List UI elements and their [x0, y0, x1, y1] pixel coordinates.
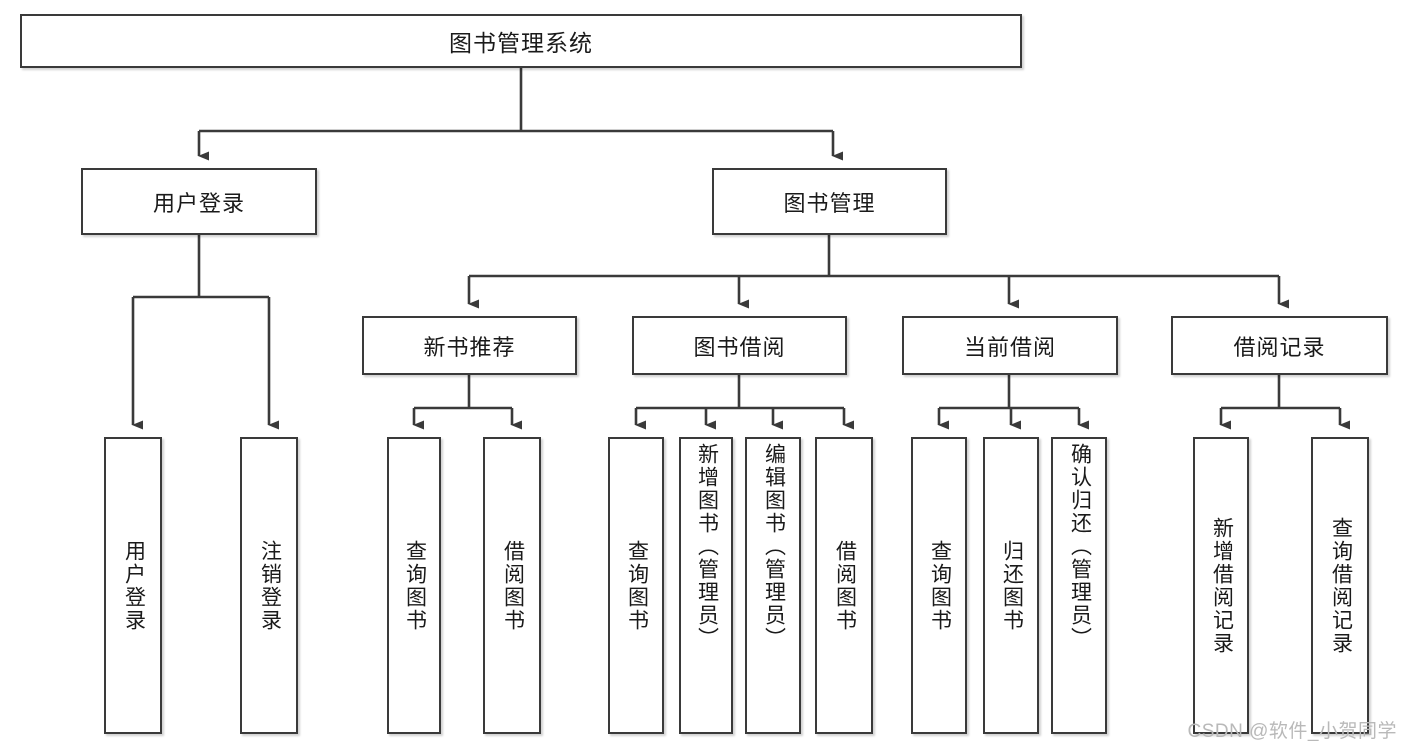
leaf-query-record[interactable]: 查询借阅记录: [1311, 437, 1369, 734]
leaf-borrow-book-1-inner: 借阅图书: [485, 439, 539, 732]
leaf-return-book-label: 归还图书: [1000, 539, 1024, 632]
leaf-query-book-2-label: 查询图书: [625, 539, 649, 632]
node-book-borrow-label: 图书借阅: [693, 334, 786, 360]
leaf-add-book-inner: 新增图书（管理员）: [681, 439, 731, 736]
leaf-return-book[interactable]: 归还图书: [983, 437, 1039, 734]
leaf-query-book-3-label: 查询图书: [928, 539, 952, 632]
leaf-query-record-label: 查询借阅记录: [1329, 516, 1353, 655]
leaf-borrow-book-1-label: 借阅图书: [501, 539, 525, 632]
leaf-add-record-inner: 新增借阅记录: [1195, 439, 1247, 732]
leaf-confirm-return-inner: 确认归还（管理员）: [1053, 439, 1105, 736]
node-user-login[interactable]: 用户登录: [81, 168, 317, 235]
leaf-borrow-book-2-inner: 借阅图书: [817, 439, 871, 732]
node-new-book-recommend[interactable]: 新书推荐: [362, 316, 577, 375]
leaf-user-login-inner: 用户登录: [106, 439, 160, 732]
leaf-add-record-label: 新增借阅记录: [1210, 516, 1234, 655]
node-new-book-recommend-label: 新书推荐: [423, 334, 516, 360]
node-current-borrow[interactable]: 当前借阅: [902, 316, 1118, 375]
node-book-manage-label: 图书管理: [783, 190, 876, 216]
leaf-query-book-1-inner: 查询图书: [389, 439, 439, 732]
leaf-query-book-3[interactable]: 查询图书: [911, 437, 967, 734]
leaf-borrow-book-2-label: 借阅图书: [833, 539, 857, 632]
leaf-add-book[interactable]: 新增图书（管理员）: [679, 437, 733, 734]
leaf-user-login[interactable]: 用户登录: [104, 437, 162, 734]
node-book-borrow[interactable]: 图书借阅: [632, 316, 847, 375]
leaf-user-login-label: 用户登录: [122, 539, 146, 632]
leaf-user-logout[interactable]: 注销登录: [240, 437, 298, 734]
leaf-edit-book-label: 编辑图书（管理员）: [762, 443, 786, 650]
node-current-borrow-label: 当前借阅: [963, 334, 1056, 360]
leaf-edit-book-inner: 编辑图书（管理员）: [747, 439, 799, 736]
csdn-watermark: CSDN @软件_小贺同学: [1187, 721, 1397, 742]
node-borrow-record[interactable]: 借阅记录: [1171, 316, 1388, 375]
leaf-query-book-2[interactable]: 查询图书: [608, 437, 664, 734]
leaf-edit-book[interactable]: 编辑图书（管理员）: [745, 437, 801, 734]
leaf-user-logout-label: 注销登录: [258, 539, 282, 632]
leaf-borrow-book-2[interactable]: 借阅图书: [815, 437, 873, 734]
leaf-return-book-inner: 归还图书: [985, 439, 1037, 732]
leaf-user-logout-inner: 注销登录: [242, 439, 296, 732]
leaf-confirm-return[interactable]: 确认归还（管理员）: [1051, 437, 1107, 734]
node-user-login-label: 用户登录: [152, 190, 245, 216]
leaf-query-book-1-label: 查询图书: [403, 539, 427, 632]
leaf-add-record[interactable]: 新增借阅记录: [1193, 437, 1249, 734]
leaf-query-book-1[interactable]: 查询图书: [387, 437, 441, 734]
node-root-label: 图书管理系统: [449, 30, 593, 56]
node-root-system[interactable]: 图书管理系统: [20, 14, 1022, 68]
leaf-confirm-return-label: 确认归还（管理员）: [1068, 443, 1092, 650]
node-book-manage[interactable]: 图书管理: [712, 168, 947, 235]
leaf-add-book-label: 新增图书（管理员）: [695, 443, 719, 650]
leaf-query-book-3-inner: 查询图书: [913, 439, 965, 732]
leaf-query-book-2-inner: 查询图书: [610, 439, 662, 732]
node-borrow-record-label: 借阅记录: [1233, 334, 1326, 360]
leaf-borrow-book-1[interactable]: 借阅图书: [483, 437, 541, 734]
leaf-query-record-inner: 查询借阅记录: [1313, 439, 1367, 732]
